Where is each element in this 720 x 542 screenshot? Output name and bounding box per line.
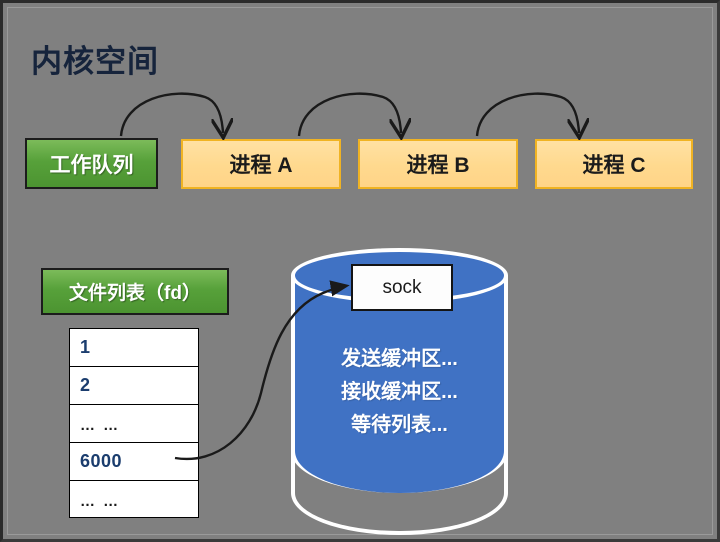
socket-detail-lines: 发送缓冲区... 接收缓冲区... 等待列表... <box>291 343 508 442</box>
file-list-row-label: … … <box>80 417 121 434</box>
file-list-row-label: 1 <box>80 337 91 357</box>
file-list-row[interactable]: … … <box>69 404 199 442</box>
process-label-a: 进程 A <box>229 154 293 177</box>
file-list-table: 1 2 … … 6000 … … <box>69 328 199 518</box>
file-list-row-label: 6000 <box>80 451 123 471</box>
file-list-row[interactable]: … … <box>69 480 199 518</box>
arrow-process-b-to-process-c <box>475 92 579 136</box>
work-queue-box[interactable]: 工作队列 <box>25 138 158 189</box>
socket-detail-line-3: 等待列表... <box>351 414 448 436</box>
file-list-row[interactable]: 1 <box>69 328 199 366</box>
file-list-header-label: 文件列表（fd） <box>69 283 201 304</box>
page-title: 内核空间 <box>31 44 159 79</box>
file-list-row-label: 2 <box>80 375 91 395</box>
file-list-row[interactable]: 6000 <box>69 442 199 480</box>
file-list-header[interactable]: 文件列表（fd） <box>41 268 229 315</box>
sock-label: sock <box>382 276 422 298</box>
socket-cylinder[interactable]: 发送缓冲区... 接收缓冲区... 等待列表... sock <box>291 248 508 535</box>
file-list-row-label: … … <box>80 493 121 510</box>
socket-cylinder-bottom-arc <box>291 451 508 535</box>
socket-detail-line-1: 发送缓冲区... <box>341 348 458 370</box>
process-box-c[interactable]: 进程 C <box>535 139 693 189</box>
sock-box[interactable]: sock <box>351 264 453 311</box>
file-list-row[interactable]: 2 <box>69 366 199 404</box>
process-label-b: 进程 B <box>406 154 470 177</box>
arrow-process-a-to-process-b <box>297 92 401 136</box>
arrow-workqueue-to-process-a <box>119 92 223 136</box>
process-box-b[interactable]: 进程 B <box>358 139 518 189</box>
process-label-c: 进程 C <box>582 154 646 177</box>
socket-detail-line-2: 接收缓冲区... <box>341 381 458 403</box>
process-box-a[interactable]: 进程 A <box>181 139 341 189</box>
work-queue-label: 工作队列 <box>49 153 134 177</box>
